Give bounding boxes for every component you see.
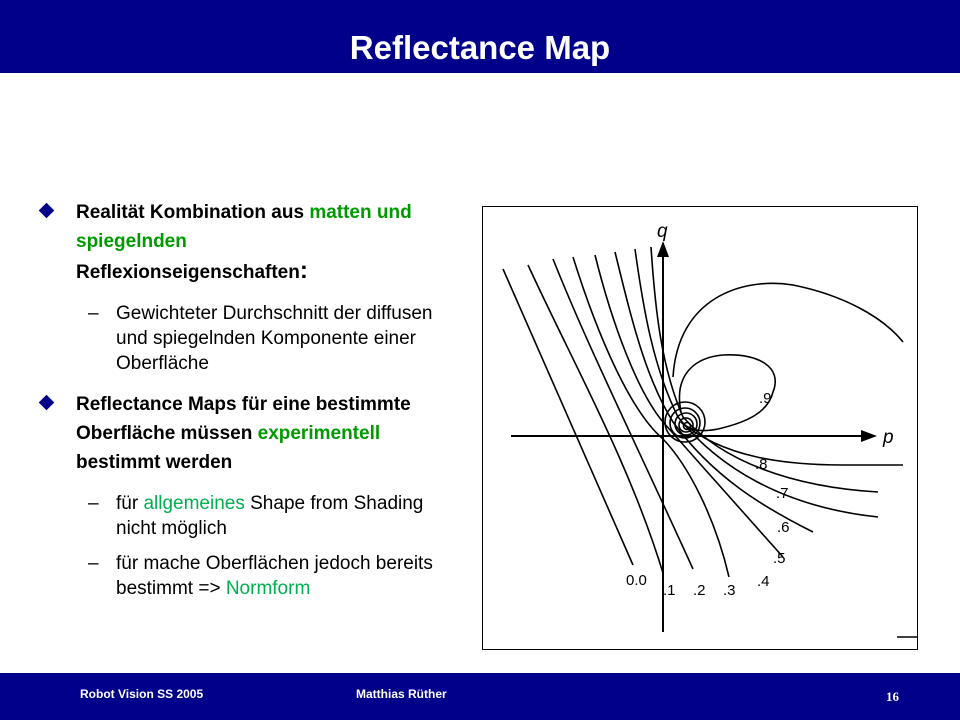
- dash-bullet-icon: –: [88, 303, 99, 324]
- bullet-1-colon: :: [299, 257, 308, 284]
- footer-course: Robot Vision SS 2005: [80, 687, 204, 701]
- bullet-2-text-a: Reflectance Maps für eine bestimmte Ober…: [76, 394, 411, 444]
- bullet-2-text-b: bestimmt werden: [76, 452, 233, 473]
- p-axis-label: p: [882, 427, 894, 448]
- sub-bullet-2-2: – für mache Oberflächen jedoch bereits b…: [38, 551, 458, 601]
- contour-0-8: [672, 282, 904, 466]
- bullet-1-text-a: Realität Kombination aus: [76, 202, 310, 223]
- sub-bullet-2-2-highlight: Normform: [225, 578, 311, 599]
- contour-label-0-7: .7: [776, 485, 789, 502]
- contour-label-0-1: .1: [663, 582, 676, 599]
- contour-label-0-0: 0.0: [626, 572, 647, 589]
- slide-title: Reflectance Map: [349, 29, 611, 66]
- contour-0-5: [614, 251, 814, 533]
- contour-0-0: [502, 268, 634, 566]
- slide-content: Realität Kombination aus matten und spie…: [38, 198, 458, 611]
- specular-ring: [664, 401, 706, 443]
- dash-bullet-icon: –: [88, 493, 99, 514]
- title-bar: [0, 0, 960, 73]
- contour-label-0-6: .6: [777, 519, 790, 536]
- reflectance-map-figure: q p .9 .8 .7 .6 .5 .4 .3 .2 .1 0.0: [482, 206, 918, 650]
- sub-bullet-1-1-text: Gewichteter Durchschnitt der diffusen un…: [116, 303, 433, 374]
- sub-bullet-2-2-text-a: für mache Oberflächen jedoch bereits bes…: [116, 553, 433, 599]
- q-axis-arrow-icon: [657, 241, 669, 257]
- footer-author: Matthias Rüther: [356, 687, 447, 701]
- specular-ring: [682, 421, 692, 431]
- specular-ring: [674, 412, 698, 436]
- bullet-1-text-b: Reflexionseigenschaften: [76, 262, 300, 283]
- specular-ring: [678, 417, 694, 433]
- specular-ring: [669, 407, 701, 439]
- contour-0-9: [678, 354, 776, 432]
- page-number: 16: [886, 689, 899, 704]
- contour-label-0-3: .3: [723, 582, 736, 599]
- dash-bullet-icon: –: [88, 553, 99, 574]
- sub-bullet-2-1-text-b: Shape from Shading nicht möglich: [116, 493, 424, 539]
- footer-bar: Robot Vision SS 2005 Matthias Rüther 16: [0, 673, 960, 720]
- contour-label-0-5: .5: [773, 550, 786, 567]
- contour-lines: [502, 246, 917, 638]
- contour-0-1: [527, 264, 664, 574]
- sub-bullet-2-1-highlight: allgemeines: [143, 493, 245, 514]
- bullet-2-highlight: experimentell: [257, 423, 381, 444]
- sub-bullet-2-1-text-a: für: [116, 493, 144, 514]
- contour-label-0-9: .9: [759, 390, 772, 407]
- contour-0-4: [594, 254, 784, 558]
- bullet-1: Realität Kombination aus matten und spie…: [38, 198, 458, 287]
- diamond-bullet-icon: [38, 394, 55, 411]
- sub-bullet-2-1: – für allgemeines Shape from Shading nic…: [38, 491, 458, 541]
- bullet-1-highlight: matten und spiegelnden: [76, 202, 412, 252]
- reflectance-map-diagram: q p .9 .8 .7 .6 .5 .4 .3 .2 .1 0.0: [502, 221, 917, 638]
- contour-label-0-8: .8: [755, 456, 768, 473]
- contour-0-7: [650, 246, 879, 493]
- bullet-2: Reflectance Maps für eine bestimmte Ober…: [38, 390, 458, 477]
- q-axis-label: q: [657, 221, 668, 242]
- sub-bullet-1-1: – Gewichteter Durchschnitt der diffusen …: [38, 301, 458, 376]
- p-axis-arrow-icon: [861, 430, 877, 442]
- diamond-bullet-icon: [38, 202, 55, 219]
- contour-0-3: [572, 256, 730, 578]
- contour-label-0-2: .2: [693, 582, 706, 599]
- contour-label-0-4: .4: [757, 573, 770, 590]
- contour-0-2: [552, 258, 694, 570]
